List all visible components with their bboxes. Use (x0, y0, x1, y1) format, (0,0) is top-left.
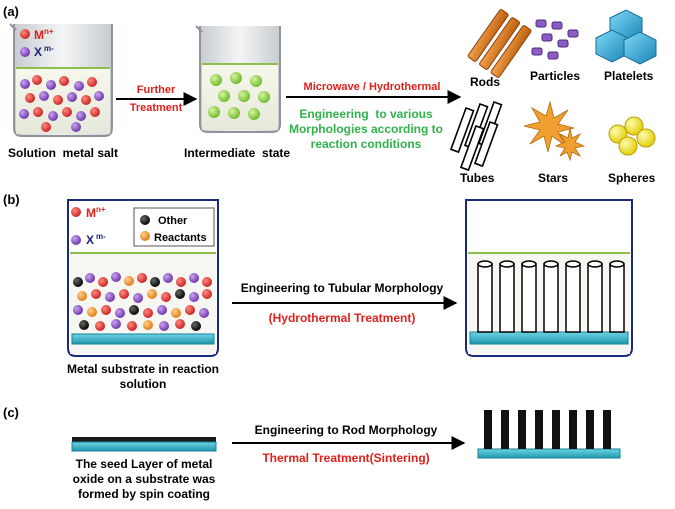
legend-reactants-label: Reactants (154, 232, 207, 244)
morphology-label-rods: Rods (470, 75, 500, 89)
intermediate-spheres (208, 72, 270, 120)
seed-caption-2: oxide on a substrate was (73, 472, 216, 486)
further-treatment-label-1: Further (137, 84, 176, 96)
rod-arrow-sublabel: Thermal Treatment(Sintering) (262, 451, 429, 465)
panel-c-tag: (c) (3, 405, 19, 420)
anion-legend-marker-b (71, 235, 81, 245)
cation-legend-marker (20, 29, 30, 39)
cation-legend-marker-b (71, 207, 81, 217)
reaction-caption-1: Metal substrate in reaction (67, 362, 219, 376)
morphology-label-platelets: Platelets (604, 69, 654, 83)
engineering-line-2: Morphologies according to (289, 122, 443, 136)
beaker-solution-particles (19, 75, 104, 132)
platelets-icon (595, 9, 657, 65)
morphology-label-tubes: Tubes (460, 171, 495, 185)
anion-legend-marker (20, 47, 30, 57)
rods-icon (467, 9, 532, 78)
tubular-arrow-sublabel: (Hydrothermal Treatment) (269, 311, 416, 325)
seed-caption-1: The seed Layer of metal (76, 457, 213, 471)
tubular-arrow-label: Engineering to Tubular Morphology (241, 281, 444, 295)
seed-caption-3: formed by spin coating (78, 487, 210, 501)
legend-other-label: Other (158, 215, 188, 227)
panel-a-tag: (a) (3, 4, 19, 19)
reactants-legend (133, 207, 215, 247)
cation-label-b: Mn+ (86, 205, 106, 220)
microwave-label: Microwave / Hydrothermal (304, 81, 441, 93)
morphology-label-stars: Stars (538, 171, 568, 185)
engineering-line-3: reaction conditions (311, 137, 422, 151)
seed-layer-substrate (71, 437, 217, 452)
cation-label: Mn+ (34, 27, 54, 42)
reaction-caption-2: solution (120, 377, 167, 391)
engineering-line-1: Engineering to various (299, 107, 433, 121)
rod-arrow-label: Engineering to Rod Morphology (255, 423, 438, 437)
tubes-icon (449, 100, 503, 172)
beaker-intermediate-caption: Intermediate state (184, 146, 290, 160)
further-treatment-label-2: Treatment (130, 102, 183, 114)
particles-icon (531, 19, 579, 60)
morphology-label-particles: Particles (530, 69, 580, 83)
stars-icon (523, 100, 586, 162)
beaker-solution-caption: Solution metal salt (8, 146, 118, 160)
reaction-particles (73, 272, 212, 331)
tube-array (477, 260, 625, 333)
morphology-label-spheres: Spheres (608, 171, 656, 185)
panel-b-tag: (b) (3, 192, 20, 207)
rod-array (477, 410, 621, 459)
spheres-icon (608, 116, 656, 156)
